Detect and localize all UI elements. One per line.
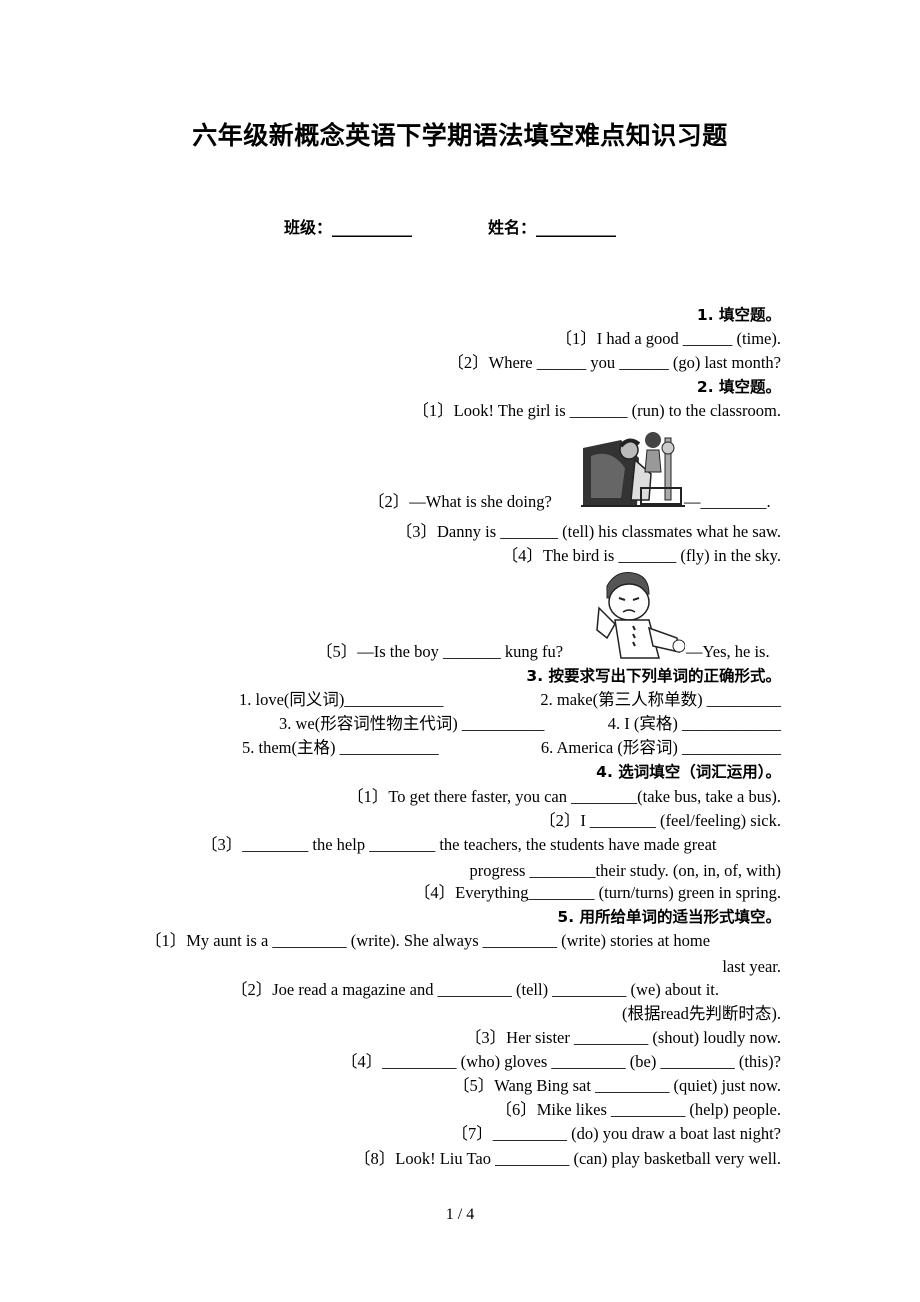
s3-item-5: 5. them(主格) ____________ — [242, 738, 439, 757]
s1-question-1: 〔1〕I had a good ______ (time). — [555, 329, 781, 348]
section-5-heading: 5. 用所给单词的适当形式填空。 — [557, 908, 781, 926]
s2-question-5-answer: —Yes, he is. — [686, 642, 770, 661]
s5-question-3: 〔3〕Her sister _________ (shout) loudly n… — [464, 1028, 781, 1047]
s2-question-4: 〔4〕The bird is _______ (fly) in the sky. — [501, 546, 781, 565]
page-title: 六年级新概念英语下学期语法填空难点知识习题 — [192, 121, 728, 150]
s5-question-1-line1: 〔1〕My aunt is a _________ (write). She a… — [145, 931, 711, 950]
s2-question-5-text: 〔5〕—Is the boy _______ kung fu? — [316, 642, 564, 661]
name-field: 姓名：__________ — [488, 214, 616, 238]
s5-question-6: 〔6〕Mike likes _________ (help) people. — [495, 1100, 782, 1119]
section-4-heading: 4. 选词填空（词汇运用）。 — [596, 763, 781, 781]
s5-question-4: 〔4〕_________ (who) gloves _________ (be)… — [341, 1052, 781, 1071]
s5-question-5: 〔5〕Wang Bing sat _________ (quiet) just … — [452, 1076, 781, 1095]
name-label: 姓名： — [488, 218, 537, 237]
boy-kungfu-illustration — [593, 568, 685, 662]
s2-question-1: 〔1〕Look! The girl is _______ (run) to th… — [412, 401, 781, 420]
s4-question-4: 〔4〕Everything________ (turn/turns) green… — [413, 883, 781, 902]
s2-question-2-answer: —________. — [684, 492, 771, 511]
s5-question-2-line2: (根据read先判断时态). — [621, 1004, 781, 1023]
section-1-heading: 1. 填空题。 — [696, 306, 781, 324]
s4-question-1: 〔1〕To get there faster, you can ________… — [347, 787, 781, 806]
s3-item-3: 3. we(形容词性物主代词) __________ — [279, 714, 545, 733]
s5-question-7: 〔7〕_________ (do) you draw a boat last n… — [451, 1124, 781, 1143]
s4-question-3-line2: progress ________their study. (on, in, o… — [469, 861, 781, 880]
s2-question-2-text: 〔2〕—What is she doing? — [368, 492, 552, 511]
s3-item-6: 6. America (形容词) ____________ — [540, 738, 781, 757]
s3-item-4: 4. I (宾格) ____________ — [607, 714, 781, 733]
girl-running-illustration — [581, 428, 685, 508]
s3-item-1: 1. love(同义词)____________ — [239, 690, 444, 709]
section-2-heading: 2. 填空题。 — [696, 378, 781, 396]
class-field: 班级：__________ — [284, 214, 412, 238]
s2-question-3: 〔3〕Danny is _______ (tell) his classmate… — [395, 522, 781, 541]
s4-question-3-line1: 〔3〕________ the help ________ the teache… — [201, 835, 717, 854]
name-blank[interactable]: __________ — [536, 218, 617, 237]
section-3-heading: 3. 按要求写出下列单词的正确形式。 — [526, 667, 781, 685]
s5-question-8: 〔8〕Look! Liu Tao _________ (can) play ba… — [354, 1149, 781, 1168]
s5-question-2-line1: 〔2〕Joe read a magazine and _________ (te… — [231, 980, 719, 999]
s4-question-2: 〔2〕I ________ (feel/feeling) sick. — [539, 811, 781, 830]
s1-question-2: 〔2〕Where ______ you ______ (go) last mon… — [447, 353, 781, 372]
s5-question-1-line2: last year. — [722, 957, 781, 976]
class-blank[interactable]: __________ — [332, 218, 413, 237]
page-number: 1 / 4 — [445, 1206, 475, 1223]
s3-item-2: 2. make(第三人称单数) _________ — [540, 690, 781, 709]
class-label: 班级： — [284, 218, 333, 237]
